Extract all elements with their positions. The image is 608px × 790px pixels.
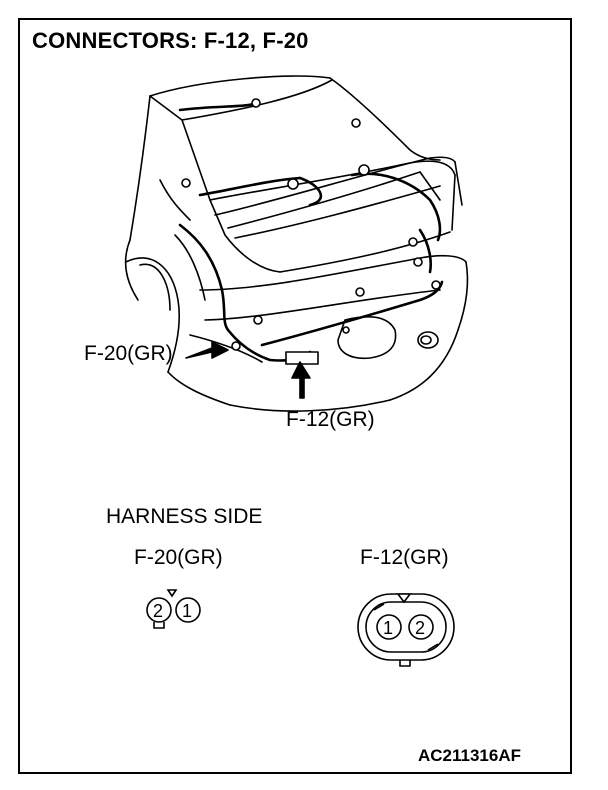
diagram-frame [18, 18, 572, 774]
connector-f12-label: F-12(GR) [360, 546, 449, 569]
connector-f20-pin-1: 1 [182, 601, 192, 621]
callout-f12: F-12(GR) [286, 408, 375, 431]
connector-f12-pin-1: 1 [383, 618, 393, 638]
figure-code: AC211316AF [418, 746, 522, 765]
connector-f20-pin-2: 2 [153, 601, 163, 621]
connector-f12-pin-2: 2 [415, 618, 425, 638]
connector-f20-label: F-20(GR) [134, 546, 223, 569]
harness-side-heading: HARNESS SIDE [106, 505, 263, 528]
diagram-title: CONNECTORS: F-12, F-20 [32, 28, 309, 53]
callout-f20: F-20(GR) [84, 342, 173, 365]
